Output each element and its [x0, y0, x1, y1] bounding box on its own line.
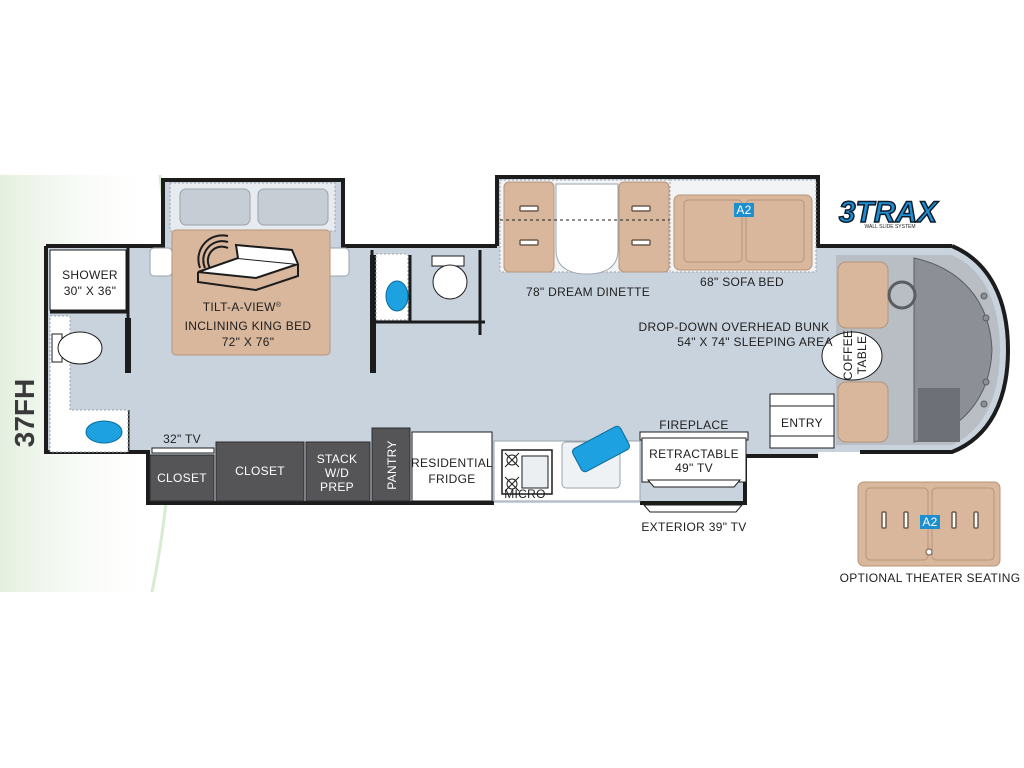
retract-label-1: RETRACTABLE	[649, 447, 739, 461]
toilet-rear-icon	[51, 331, 103, 365]
cooktop-icon	[501, 449, 553, 495]
entry-label: ENTRY	[781, 416, 823, 430]
closet-2-label: CLOSET	[235, 464, 285, 478]
closet-2	[215, 441, 305, 502]
passenger-seat	[837, 381, 889, 443]
fridge-label-2: FRIDGE	[428, 472, 475, 486]
dash-console	[918, 388, 960, 442]
retract-label-2: 49" TV	[675, 461, 713, 475]
coffee-label-1: COFFEE	[841, 330, 855, 380]
incline-arc-icon	[197, 234, 229, 269]
tv32-label: 32" TV	[163, 432, 201, 446]
king-bed	[149, 182, 350, 356]
kitchen-sink-basin-icon	[571, 425, 631, 473]
stack-wd	[305, 441, 371, 502]
stack-label-1: STACK	[317, 452, 358, 466]
dinette-label: 78" DREAM DINETTE	[526, 285, 650, 299]
driver-seat	[837, 261, 889, 329]
coffee-table	[821, 331, 883, 381]
sofa-cushion-left	[683, 199, 743, 263]
door-frame-rear	[125, 318, 131, 373]
bed-label-2: INCLINING KING BED	[185, 319, 312, 333]
sofa-label: 68" SOFA BED	[700, 275, 784, 289]
shower-stall	[49, 249, 127, 311]
exterior-tv-label: EXTERIOR 39" TV	[641, 520, 746, 534]
coffee-label-2: TABLE	[855, 336, 869, 375]
dinette-bench-right	[618, 181, 670, 273]
micro-label: MICRO	[504, 487, 546, 501]
pantry	[371, 427, 411, 502]
closet-1	[149, 454, 215, 502]
entry-steps	[769, 393, 835, 449]
bed-label-3: 72" X 76"	[222, 335, 275, 349]
pantry-label: PANTRY	[385, 440, 399, 489]
svg-text:3TRAX: 3TRAX	[839, 196, 939, 229]
3trax-logo: 3TRAX WALL SLIDE SYSTEM	[838, 195, 940, 230]
closet-1-label: CLOSET	[157, 471, 207, 485]
door-frame-bath	[370, 255, 376, 373]
stack-label-2: W/D	[325, 466, 349, 480]
bunk-label-1: DROP-DOWN OVERHEAD BUNK	[639, 320, 830, 334]
theater-badge	[920, 515, 940, 529]
sofa-badge-label: A2	[736, 203, 751, 217]
retractable-tv-cabinet	[641, 437, 747, 483]
svg-text:WALL SLIDE SYSTEM: WALL SLIDE SYSTEM	[864, 224, 915, 230]
toilet-mid-icon	[431, 255, 468, 300]
bunk-label-2: 54" X 74" SLEEPING AREA	[677, 335, 833, 349]
sofa-badge	[734, 203, 754, 217]
retractable-tv-screen	[646, 479, 742, 488]
shower-label-2: 30" X 36"	[64, 284, 117, 298]
sink-mid-icon	[385, 280, 409, 312]
exterior-tv-shape	[642, 504, 744, 513]
model-name: 37FH	[9, 379, 40, 447]
tv32-shape	[151, 447, 215, 454]
bed-incline-icon	[197, 243, 299, 292]
dinette-bench-left	[503, 181, 555, 273]
sink-rear-icon	[85, 420, 123, 444]
theater-badge-label: A2	[922, 515, 937, 529]
fridge-label-1: RESIDENTIAL	[411, 456, 493, 470]
theater-label: OPTIONAL THEATER SEATING	[840, 571, 1021, 585]
cab-dot-icons	[980, 292, 990, 408]
dinette-table	[555, 183, 619, 275]
steering-wheel-icon	[887, 280, 917, 310]
bed-label-1: TILT-A-VIEW®	[203, 300, 282, 314]
stack-label-3: PREP	[320, 480, 354, 494]
dinette-seatbelt-icon	[519, 205, 651, 246]
shower-label-1: SHOWER	[62, 268, 118, 282]
fireplace-label: FIREPLACE	[659, 418, 728, 432]
sofa-cushion-right	[745, 199, 805, 263]
model-label: 37FH	[9, 379, 40, 447]
exterior-walls	[44, 175, 1011, 505]
residential-fridge	[411, 431, 493, 502]
